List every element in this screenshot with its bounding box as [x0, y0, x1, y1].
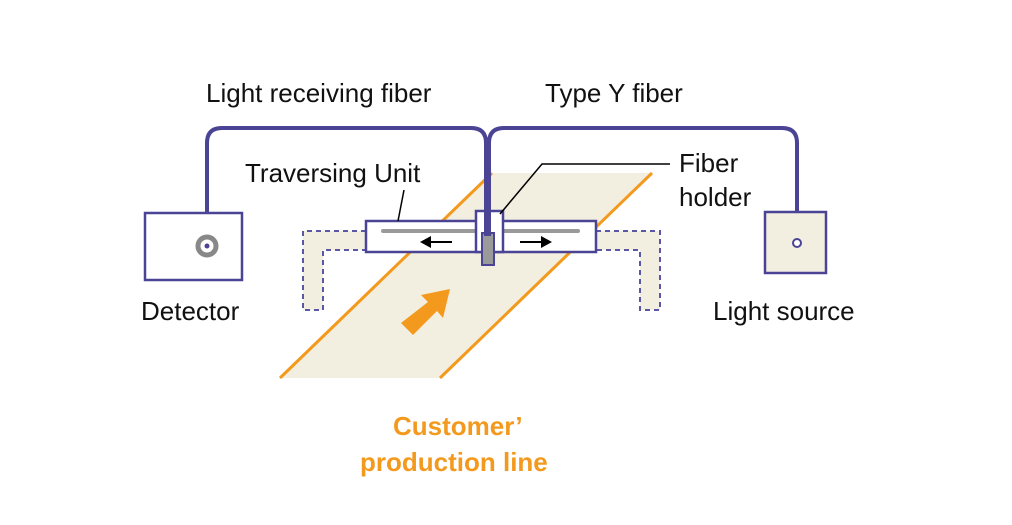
light-receiving-fiber-line	[205, 126, 488, 246]
belt-direction-arrow	[401, 289, 450, 335]
fiber-holder-label-line1: Fiber	[679, 148, 739, 178]
frame-left-dashed	[302, 230, 366, 311]
belt-edge-right	[438, 171, 654, 380]
traversing-unit-leader	[397, 189, 405, 222]
traversing-unit-label: Traversing Unit	[245, 158, 421, 188]
move-left-arrow	[420, 236, 452, 248]
fiber-probe	[481, 232, 495, 266]
frame-right-dashed	[596, 230, 661, 311]
production-line-label-line1: Customer’	[393, 411, 523, 441]
production-belt	[280, 173, 652, 378]
light-receiving-fiber-label: Light receiving fiber	[206, 78, 432, 108]
fiber-holder-leader	[499, 163, 670, 215]
light-source-label: Light source	[713, 296, 855, 326]
belt-edge-left	[278, 171, 494, 380]
type-y-fiber-label: Type Y fiber	[545, 78, 683, 108]
fiber-holder-label-line2: holder	[679, 182, 752, 212]
type-y-fiber-line	[487, 126, 799, 240]
production-line-label-line2: production line	[360, 447, 548, 477]
detector-label: Detector	[141, 296, 240, 326]
move-right-arrow	[520, 236, 552, 248]
detector-port-dot	[204, 243, 210, 249]
detector-box	[143, 211, 244, 282]
light-source-port-icon	[792, 238, 802, 248]
